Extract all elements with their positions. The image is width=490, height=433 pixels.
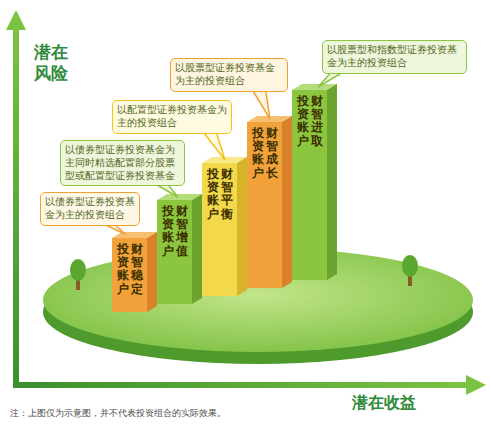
account-name: 投资账户 bbox=[117, 243, 129, 296]
account-bar: 财智稳定投资账户 bbox=[112, 238, 147, 312]
callout-text: 以债券型证券投资基金为主的投资组合 bbox=[45, 196, 135, 220]
account-name: 财智平衡 bbox=[221, 168, 233, 221]
account-bar: 财智平衡投资账户 bbox=[202, 163, 237, 296]
callout-box: 以配置型证券投资基金为主的投资组合 bbox=[112, 100, 232, 134]
account-name: 投资账户 bbox=[162, 205, 174, 258]
callout-text: 以配置型证券投资基金为主的投资组合 bbox=[117, 104, 227, 128]
callout-text: 以债券型证券投资基金为主同时精选配置部分股票型或配置型证券投资基金 bbox=[65, 144, 175, 181]
account-name: 投资账户 bbox=[297, 95, 309, 148]
account-name: 财智成长 bbox=[266, 127, 278, 180]
callout-box: 以债券型证券投资基金为主同时精选配置部分股票型或配置型证券投资基金 bbox=[60, 140, 185, 186]
callout-box: 以股票型和指数型证券投资基金为主的投资组合 bbox=[322, 40, 467, 74]
callout-box: 以股票型证券投资基金为主的投资组合 bbox=[170, 58, 288, 92]
callout-box: 以债券型证券投资基金为主的投资组合 bbox=[40, 192, 140, 226]
account-name: 投资账户 bbox=[252, 127, 264, 180]
note: 注：上图仅为示意图，并不代表投资组合的实际效果。 bbox=[10, 408, 310, 419]
account-name: 财智进取 bbox=[311, 95, 323, 148]
account-name: 财智增值 bbox=[176, 205, 188, 258]
account-bar: 财智增值投资账户 bbox=[157, 200, 192, 304]
callout-text: 以股票型证券投资基金为主的投资组合 bbox=[175, 62, 275, 86]
axis-label: 潜在收益 bbox=[352, 393, 462, 413]
account-bar: 财智进取投资账户 bbox=[292, 90, 327, 280]
account-name: 投资账户 bbox=[207, 168, 219, 221]
bar-faces bbox=[112, 84, 337, 312]
account-bar: 财智成长投资账户 bbox=[247, 122, 282, 288]
axis bbox=[6, 10, 486, 395]
account-name: 财智稳定 bbox=[131, 243, 143, 296]
axis-label: 潜在风险 bbox=[34, 42, 74, 85]
callout-text: 以股票型和指数型证券投资基金为主的投资组合 bbox=[327, 44, 457, 68]
